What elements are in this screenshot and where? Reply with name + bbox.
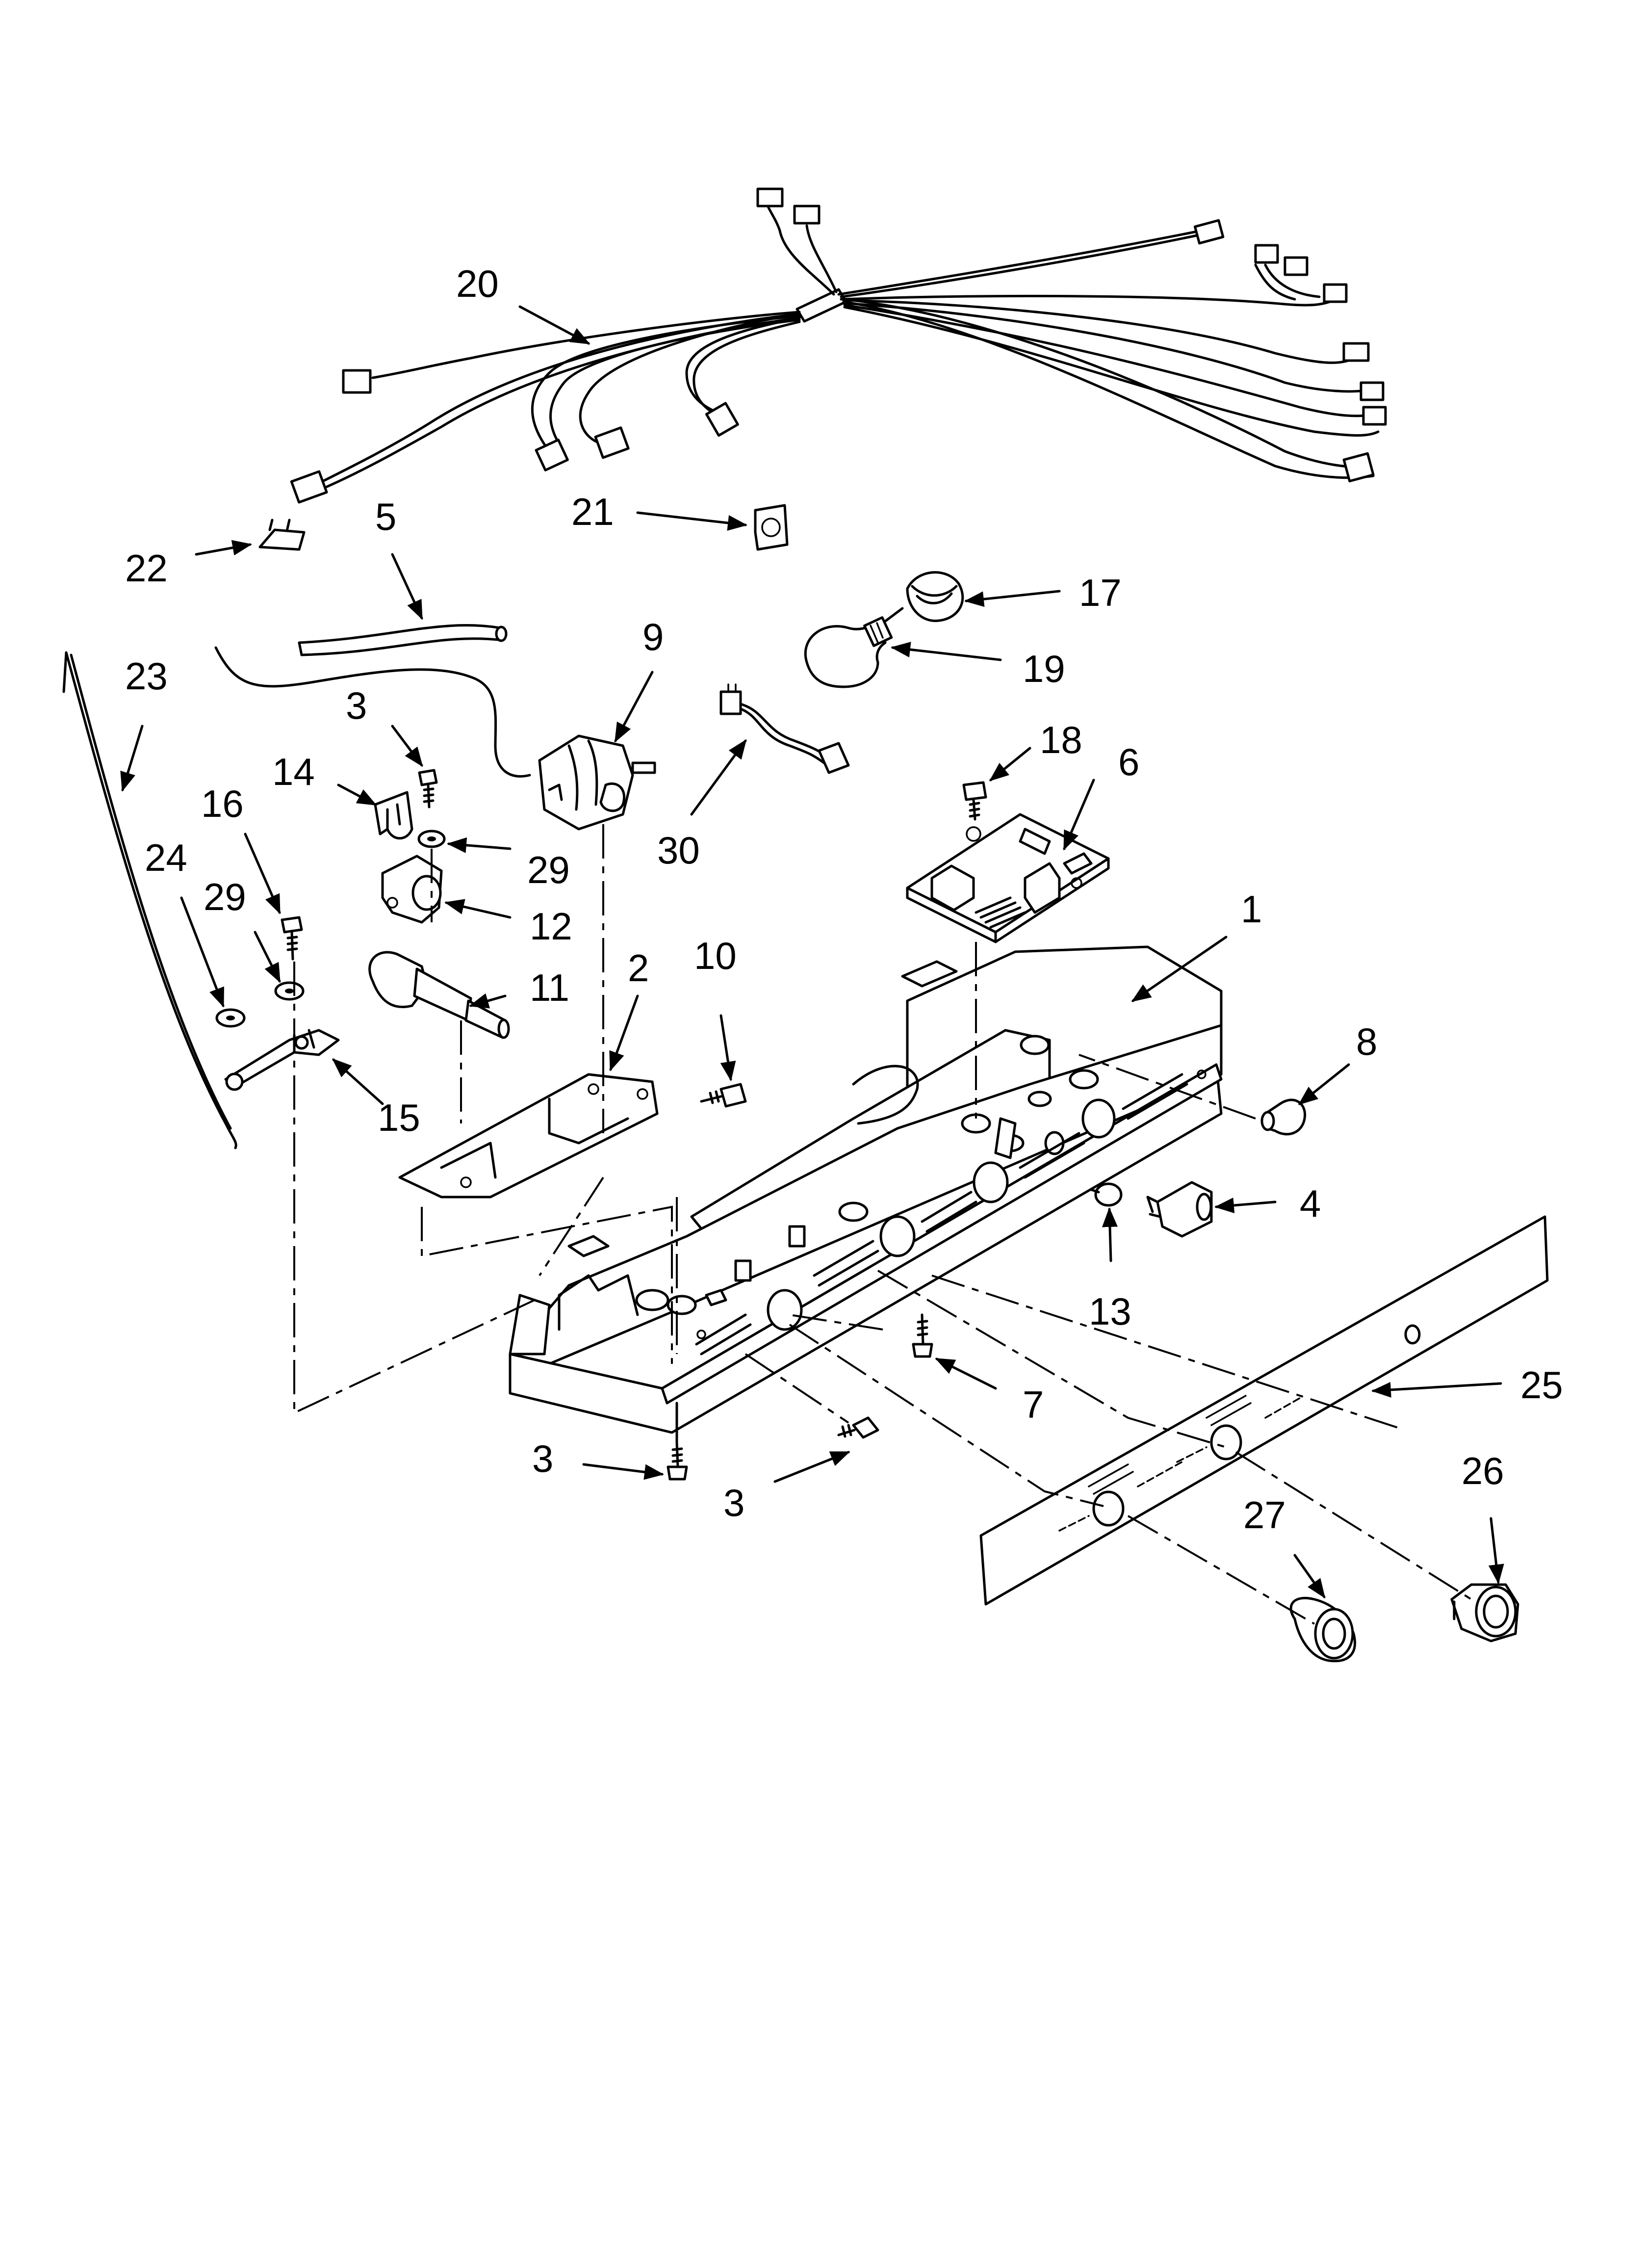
callout-1: 1	[1241, 887, 1262, 931]
screw-3-upper	[418, 769, 438, 808]
lever-15	[224, 1029, 340, 1091]
callout-13: 13	[1089, 1290, 1131, 1333]
callout-arrows	[120, 305, 1504, 1599]
rod-23	[62, 651, 237, 1149]
callout-16: 16	[201, 782, 244, 825]
light-13	[1090, 1182, 1123, 1207]
screw-16	[281, 916, 303, 961]
callout-17: 17	[1079, 571, 1122, 614]
callout-21: 21	[571, 490, 614, 533]
callout-9: 9	[642, 615, 664, 658]
bracket-2	[398, 1073, 659, 1199]
screw-7	[912, 1313, 933, 1358]
callout-25: 25	[1520, 1363, 1563, 1407]
clamp-14	[374, 791, 413, 840]
socket-17	[881, 571, 964, 625]
callout-18: 18	[1040, 718, 1082, 761]
screw-3-left	[667, 1402, 688, 1481]
assembly-lines	[293, 824, 1472, 1625]
callout-3-lower-left: 3	[532, 1437, 553, 1480]
clip-22	[258, 519, 306, 551]
callout-5: 5	[375, 495, 396, 538]
callout-20: 20	[456, 262, 499, 305]
callout-22: 22	[125, 547, 168, 590]
screw-3-right	[837, 1416, 879, 1439]
callout-30: 30	[657, 829, 700, 872]
screw-10	[700, 1083, 747, 1108]
callout-labels: 20 21 22 5 17 19 9 23 3 14 16 24 29 29 1…	[125, 262, 1563, 1537]
jumper-30	[719, 683, 850, 774]
callout-2: 2	[628, 946, 649, 990]
callout-27: 27	[1243, 1493, 1286, 1537]
grommet-21	[754, 504, 789, 551]
callout-7: 7	[1023, 1383, 1044, 1426]
callout-26: 26	[1462, 1449, 1504, 1492]
callout-29-right: 29	[527, 848, 570, 891]
screw-18	[962, 781, 987, 821]
callout-6: 6	[1118, 740, 1139, 783]
wire-harness	[290, 187, 1387, 504]
callout-8: 8	[1356, 1020, 1377, 1063]
panel-25	[979, 1215, 1549, 1606]
callout-19: 19	[1023, 647, 1065, 690]
bulb-19	[804, 616, 893, 688]
cap-8	[1260, 1098, 1307, 1136]
tube-5	[298, 624, 508, 656]
callout-3-lower-right: 3	[723, 1481, 744, 1524]
washer-24	[215, 1008, 246, 1028]
switch-4	[1146, 1181, 1213, 1238]
callout-15: 15	[378, 1096, 420, 1139]
callout-29-left: 29	[204, 875, 246, 918]
knob-27	[1289, 1596, 1357, 1663]
washer-29-lower	[274, 981, 305, 1001]
callout-4: 4	[1300, 1182, 1321, 1225]
callout-14: 14	[272, 750, 315, 793]
bracket-12	[381, 855, 443, 924]
washer-29-upper	[417, 830, 446, 848]
control-board-6	[906, 813, 1110, 943]
control-9	[538, 734, 656, 831]
knob-26	[1450, 1583, 1519, 1642]
callout-23: 23	[125, 654, 168, 698]
housing-1	[509, 945, 1223, 1434]
callout-24: 24	[145, 836, 187, 879]
callout-12: 12	[530, 905, 572, 948]
callout-3-upper: 3	[346, 684, 367, 727]
callout-10: 10	[694, 934, 737, 977]
shaft-11	[368, 951, 510, 1039]
callout-11: 11	[530, 966, 569, 1009]
